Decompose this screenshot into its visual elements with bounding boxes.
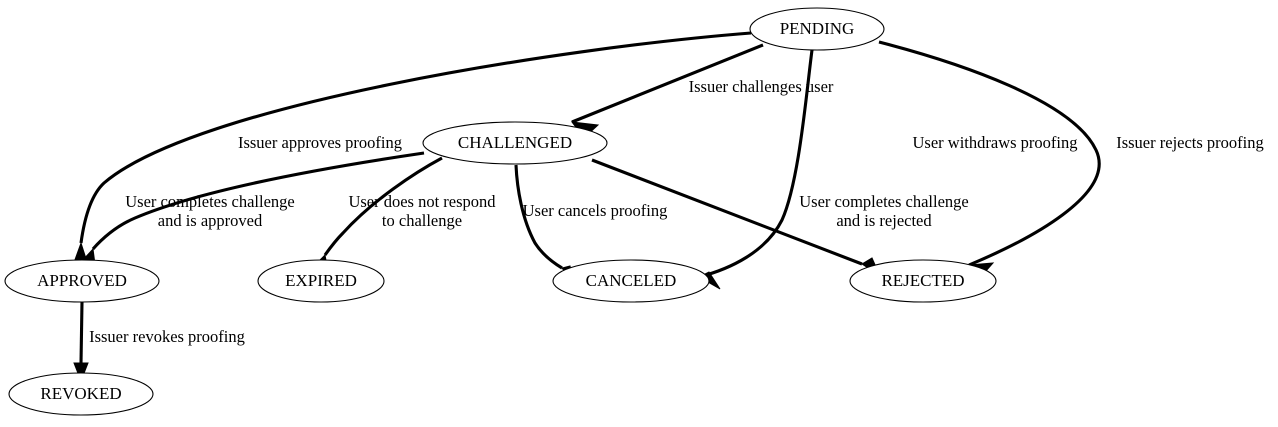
edge-pending-challenged — [570, 43, 764, 139]
node-shape-approved[interactable] — [4, 259, 160, 303]
edge-challenged-approved — [81, 151, 425, 274]
edge-label-pending-rejected: Issuer rejects proofing — [1116, 133, 1264, 152]
edge-challenged-expired — [312, 156, 443, 279]
edge-approved-revoked — [73, 301, 89, 383]
node-pending[interactable]: PENDING — [749, 7, 885, 51]
edge-label-challenged-canceled: User cancels proofing — [523, 201, 668, 220]
edges-layer — [71, 31, 1101, 383]
edge-line-challenged-canceled — [514, 164, 563, 270]
edge-line-challenged-rejected — [591, 158, 863, 266]
node-canceled[interactable]: CANCELED — [552, 259, 710, 303]
node-shape-challenged[interactable] — [422, 121, 608, 165]
edge-label-pending-challenged: Issuer challenges user — [689, 77, 834, 96]
edge-pending-canceled — [697, 49, 814, 290]
edge-line-challenged-expired — [323, 156, 443, 256]
node-shape-revoked[interactable] — [8, 372, 154, 416]
edge-challenged-rejected — [591, 158, 882, 278]
edge-line-pending-canceled — [698, 49, 814, 279]
node-approved[interactable]: APPROVED — [4, 259, 160, 303]
node-shape-expired[interactable] — [257, 259, 385, 303]
node-shape-rejected[interactable] — [849, 259, 997, 303]
edge-line-pending-rejected — [878, 40, 1101, 267]
node-challenged[interactable]: CHALLENGED — [422, 121, 608, 165]
edge-label-pending-approved: Issuer approves proofing — [238, 133, 402, 152]
edge-line-pending-approved — [79, 31, 752, 244]
node-expired[interactable]: EXPIRED — [257, 259, 385, 303]
edge-line-pending-challenged — [571, 43, 764, 124]
node-rejected[interactable]: REJECTED — [849, 259, 997, 303]
edge-line-challenged-approved — [91, 151, 425, 251]
edge-pending-rejected — [878, 40, 1101, 281]
node-revoked[interactable]: REVOKED — [8, 372, 154, 416]
edge-challenged-canceled — [514, 164, 576, 287]
edge-label-pending-canceled: User withdraws proofing — [913, 133, 1078, 152]
node-shape-pending[interactable] — [749, 7, 885, 51]
edge-label-approved-revoked: Issuer revokes proofing — [89, 327, 245, 346]
edge-line-approved-revoked — [79, 301, 84, 364]
edge-pending-approved — [71, 31, 752, 269]
node-shape-canceled[interactable] — [552, 259, 710, 303]
